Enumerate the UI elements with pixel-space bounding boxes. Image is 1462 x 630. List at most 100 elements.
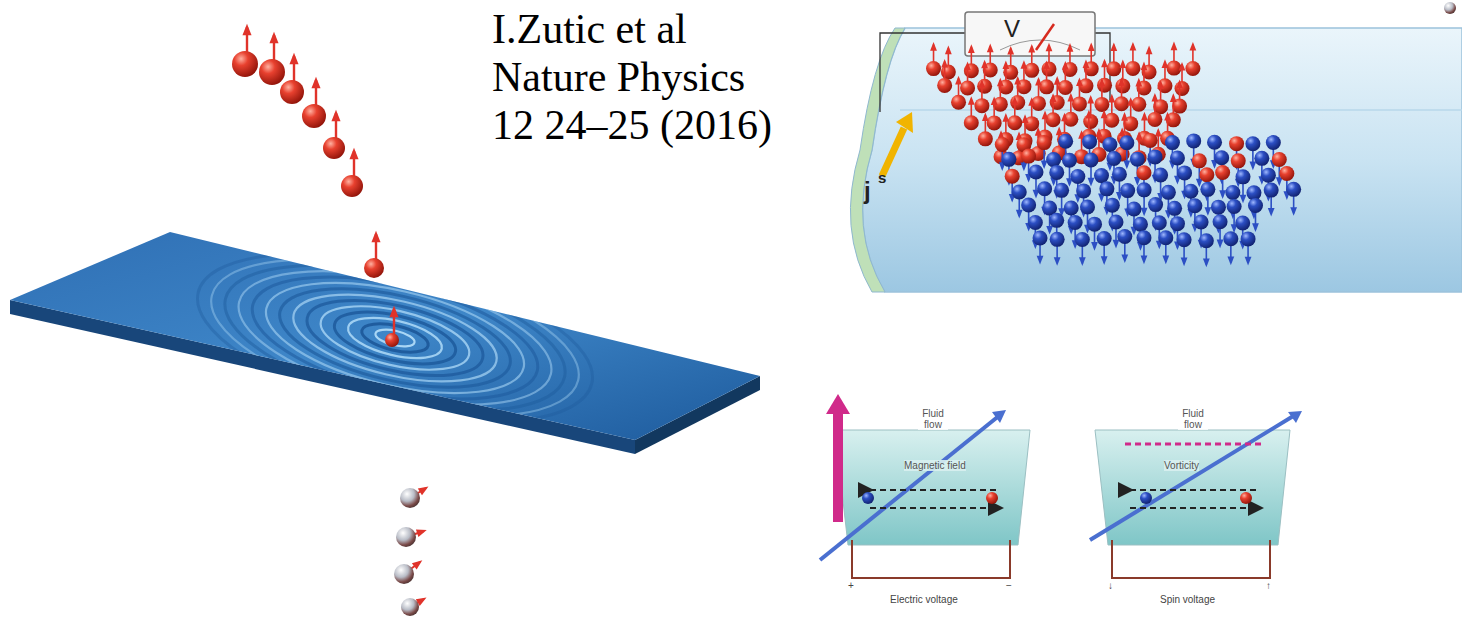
electron	[986, 492, 998, 504]
electron	[1245, 136, 1260, 151]
citation-line: 12 24–25 (2016)	[492, 102, 772, 148]
spin-current-arrow	[896, 112, 913, 133]
electron	[1070, 169, 1085, 184]
electron	[977, 79, 992, 94]
circuit-wire	[852, 540, 1010, 578]
panel-label: Vorticity	[1164, 460, 1199, 471]
ripple	[226, 246, 564, 430]
electron	[1054, 183, 1069, 198]
voltmeter-needle	[1036, 24, 1054, 50]
ripple	[182, 222, 608, 455]
electron	[1104, 113, 1119, 128]
spin-arrow	[242, 24, 251, 36]
spin-arrow	[1141, 62, 1148, 71]
spin-arrow	[1108, 94, 1115, 103]
spin-arrow	[1056, 127, 1063, 136]
spin-arrow	[1245, 257, 1252, 266]
electron	[1049, 213, 1064, 228]
electron	[1140, 492, 1152, 504]
electron	[1148, 197, 1163, 212]
electron	[1087, 217, 1102, 232]
flow-arrow	[1090, 415, 1295, 540]
electron	[1165, 135, 1180, 150]
electron	[1170, 150, 1185, 165]
spin-arrow	[1067, 93, 1074, 102]
panel-label: Spin voltage	[1160, 594, 1215, 605]
electron	[1211, 200, 1226, 215]
electron	[1223, 231, 1238, 246]
spin-arrow	[1190, 42, 1197, 51]
spin-arrow	[968, 96, 975, 105]
spin-arrow	[412, 560, 422, 569]
electron	[1187, 198, 1202, 213]
current-superscript: s	[878, 170, 886, 187]
panel-label: Magnetic field	[904, 460, 966, 471]
electron	[1240, 492, 1252, 504]
electron	[1177, 165, 1192, 180]
electron	[1133, 217, 1148, 232]
spin-arrow	[1162, 59, 1169, 68]
spin-arrow	[1054, 257, 1061, 266]
electron	[1106, 61, 1121, 76]
spin-arrow	[418, 486, 429, 495]
electron	[1175, 81, 1190, 96]
electron	[1076, 183, 1091, 198]
electron	[1097, 78, 1112, 93]
electron	[1137, 182, 1152, 197]
electron	[1199, 167, 1214, 182]
electron	[1058, 134, 1073, 149]
spin-arrow	[1085, 110, 1092, 119]
electron	[1229, 136, 1244, 151]
spin-arrow	[1113, 240, 1120, 249]
spin-arrow	[1136, 131, 1143, 140]
electron	[1072, 96, 1087, 111]
spin-arrow	[1096, 128, 1103, 137]
electron	[1143, 133, 1158, 148]
electron	[1028, 165, 1043, 180]
electron	[964, 115, 979, 130]
spin-arrow	[1101, 256, 1108, 265]
electron	[1058, 80, 1073, 95]
electron	[1028, 215, 1043, 230]
electron	[1130, 152, 1145, 167]
spin-sign: ↑	[1266, 580, 1271, 591]
spin-arrow	[1099, 78, 1106, 87]
spin-arrow	[1127, 97, 1134, 106]
spin-arrow	[416, 530, 427, 538]
spin-arrow	[945, 46, 952, 55]
electron	[1050, 232, 1065, 247]
electron	[937, 78, 952, 93]
electron	[280, 80, 304, 104]
electron	[1194, 214, 1209, 229]
spin-sign: ↓	[1108, 580, 1113, 591]
electron	[1021, 198, 1036, 213]
spin-arrow	[1110, 42, 1117, 51]
electron	[364, 258, 384, 278]
spin-arrow	[1252, 223, 1259, 232]
electron	[1254, 151, 1269, 166]
electron	[1005, 169, 1020, 184]
electron	[1148, 149, 1163, 164]
spin-arrow	[1028, 44, 1035, 53]
electron	[1153, 168, 1168, 183]
panel-label: Fluid flow	[918, 408, 948, 430]
electron	[1186, 133, 1201, 148]
polarity-sign: +	[848, 580, 854, 591]
spin-arrow	[1046, 226, 1053, 235]
electron	[401, 598, 419, 616]
electron	[1167, 201, 1182, 216]
electron	[400, 488, 420, 508]
electron	[1083, 153, 1098, 168]
spin-arrow	[1007, 46, 1014, 55]
electron	[1185, 61, 1200, 76]
ripple	[211, 238, 578, 438]
spin-arrow	[1021, 60, 1028, 69]
spin-arrow	[982, 112, 989, 121]
electron	[341, 175, 363, 197]
spin-arrow	[1076, 77, 1083, 86]
electron	[1105, 198, 1120, 213]
electron	[1010, 95, 1025, 110]
ripple	[315, 294, 475, 382]
dashed-arrow	[1130, 489, 1260, 491]
spin-arrow	[1123, 161, 1130, 170]
